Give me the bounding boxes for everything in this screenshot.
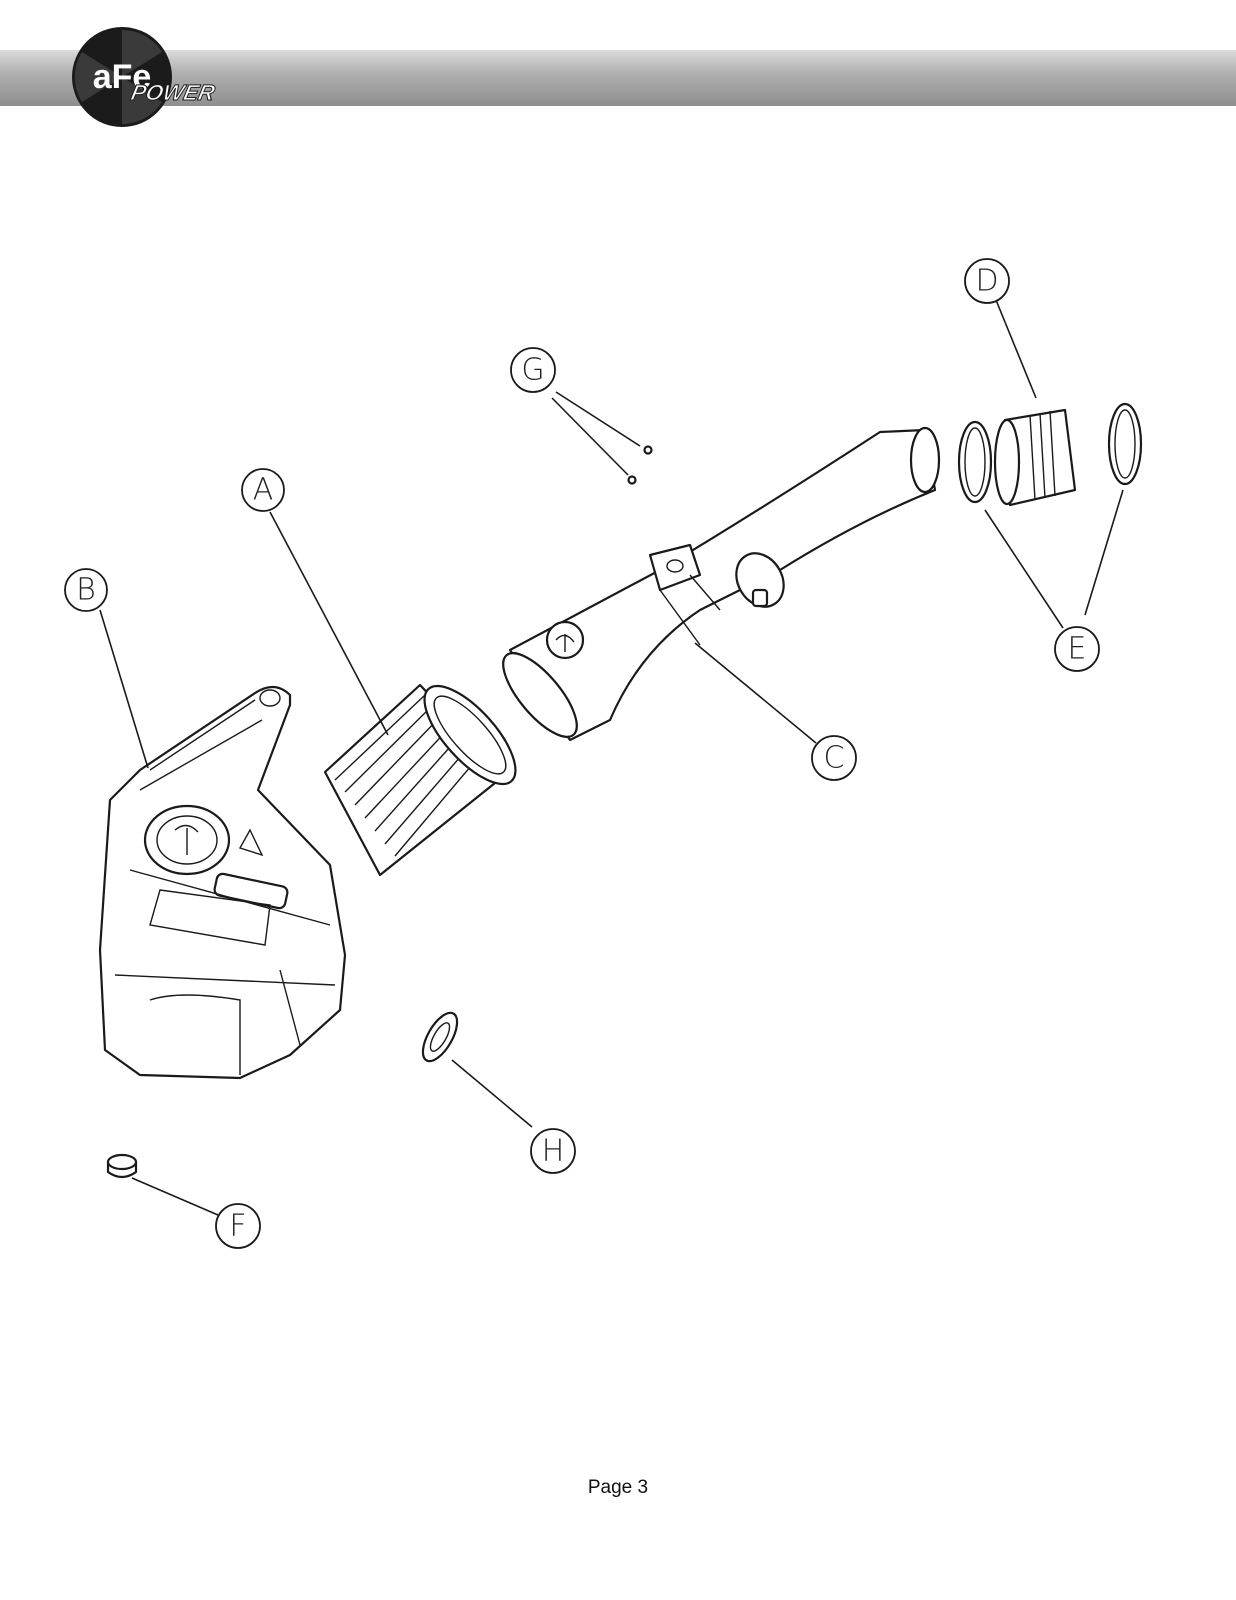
hose-clamp-part (1107, 402, 1143, 486)
intake-tube-part (502, 426, 941, 742)
svg-text:A: A (253, 473, 274, 508)
header-bar (0, 50, 1236, 106)
afe-power-logo: aFe POWER (72, 27, 218, 127)
svg-text:E: E (1068, 632, 1087, 667)
svg-text:F: F (229, 1209, 246, 1244)
logo-text: aFe (93, 58, 152, 96)
air-box-part (98, 685, 347, 1080)
leader-lines (99, 299, 1124, 1216)
callout-A: A (241, 468, 285, 512)
page-number: Page 3 (587, 1477, 649, 1498)
callout-C: C (811, 735, 857, 781)
callout-G: G (510, 347, 556, 393)
callout-F: F (215, 1203, 261, 1249)
callout-B: B (64, 568, 108, 612)
svg-text:D: D (975, 264, 998, 299)
svg-text:C: C (824, 741, 845, 776)
svg-text:B: B (76, 573, 96, 608)
callout-H: H (530, 1128, 576, 1174)
screw-part (627, 445, 653, 485)
logo-subtext: POWER (129, 80, 217, 105)
callout-D: D (964, 258, 1010, 304)
grommet-part (421, 1011, 459, 1063)
svg-text:H: H (542, 1134, 565, 1169)
coupler-part (993, 408, 1077, 507)
air-filter-part (323, 683, 517, 877)
plug-part (106, 1153, 138, 1179)
svg-text:G: G (521, 353, 544, 388)
hose-clamp-part (957, 420, 993, 504)
callout-E: E (1054, 626, 1100, 672)
